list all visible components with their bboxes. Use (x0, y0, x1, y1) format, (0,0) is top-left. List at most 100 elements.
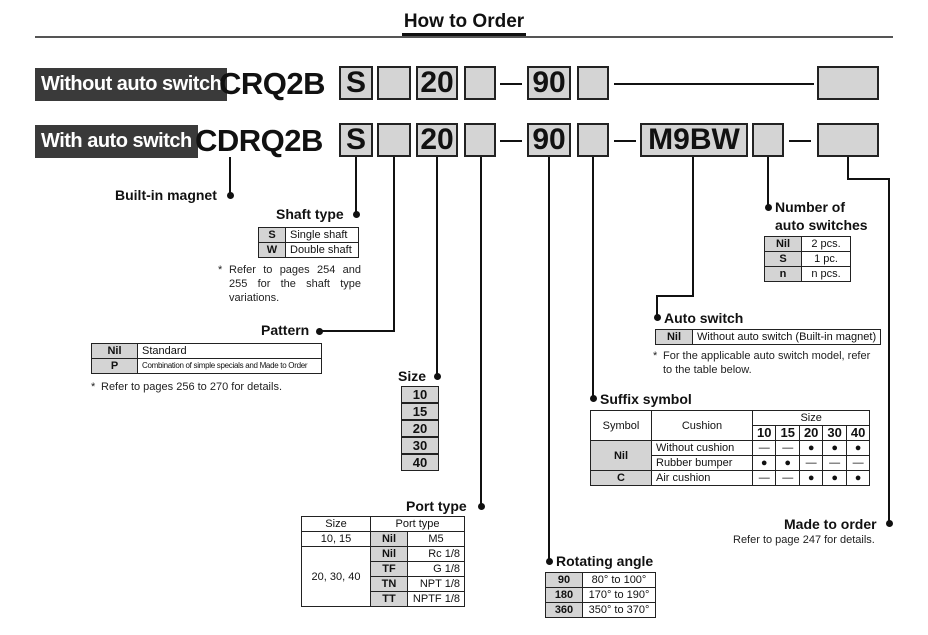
connector-dot (434, 373, 441, 380)
table-row: Nil Without cushion — — ● ● ● (590, 440, 871, 471)
made-to-order-box-1 (817, 66, 879, 100)
connector-dot (590, 395, 597, 402)
port-box-1 (464, 66, 496, 100)
auto-switch-label: Auto switch (664, 310, 744, 326)
table-row: 20, 30, 40 Nil Rc 1/8 (301, 546, 465, 607)
rotating-angle-label: Rotating angle (556, 553, 654, 569)
made-to-order-box-2 (817, 123, 879, 157)
shaft-type-label: Shaft type (276, 206, 344, 222)
connector-dot (478, 503, 485, 510)
auto-switch-note: For the applicable auto switch model, re… (663, 350, 871, 376)
made-to-order-label: Made to order (784, 516, 877, 532)
table-row: Symbol Cushion Size (590, 410, 871, 441)
auto-switch-note-mark: * (653, 350, 658, 362)
with-auto-switch-label: With auto switch (35, 125, 198, 158)
shaft-note-mark: * (218, 264, 223, 276)
connector-line (436, 157, 438, 375)
connector-line (656, 295, 658, 317)
pattern-box-2 (377, 123, 411, 157)
switch-code-box: M9BW (640, 123, 748, 157)
size-value: 10 (401, 386, 439, 403)
connector-dot (654, 314, 661, 321)
port-type-label: Port type (406, 498, 467, 514)
connector-line (355, 157, 357, 213)
title-rule (35, 36, 893, 38)
switch-count-box (752, 123, 784, 157)
suffix-box-1 (577, 66, 609, 100)
without-auto-switch-label: Without auto switch (35, 68, 228, 101)
separator-dash (500, 83, 522, 85)
made-to-order-note: Refer to page 247 for details. (733, 534, 875, 546)
connector-dot (316, 328, 323, 335)
table-row: Rubber bumper ● ● — — — (591, 455, 871, 471)
connector-line (847, 157, 849, 179)
port-box-2 (464, 123, 496, 157)
connector-line (393, 157, 395, 331)
size-value: 15 (401, 403, 439, 420)
model-prefix-without: CRQ2B (219, 66, 326, 101)
table-row: 10, 15 Nil M5 (301, 531, 465, 547)
pattern-note: Refer to pages 256 to 270 for details. (101, 381, 283, 393)
size-value: 40 (401, 454, 439, 471)
pattern-box-1 (377, 66, 411, 100)
suffix-box-2 (577, 123, 609, 157)
long-dash (614, 83, 814, 85)
built-in-magnet-label: Built-in magnet (115, 187, 217, 203)
number-switches-label-line1: Number of (775, 199, 845, 215)
size-code-box-1: 20 (416, 66, 458, 100)
suffix-symbol-table: Symbol Cushion Size 10 15 20 30 40 Nil W… (590, 410, 871, 486)
separator-dash (500, 140, 522, 142)
size-label: Size (398, 368, 427, 384)
connector-line (692, 157, 694, 296)
connector-line (592, 157, 594, 398)
suffix-symbol-label: Suffix symbol (600, 391, 692, 407)
separator-dash (614, 140, 636, 142)
connector-line (319, 330, 395, 332)
size-code-box-2: 20 (416, 123, 458, 157)
port-type-table: Size Port type 10, 15 Nil M5 20, 30, 40 … (301, 516, 465, 607)
connector-line (767, 157, 769, 207)
size-value: 20 (401, 420, 439, 437)
separator-dash (789, 140, 811, 142)
number-switches-label-line2: auto switches (775, 217, 868, 233)
connector-dot (765, 204, 772, 211)
connector-line (229, 157, 231, 194)
connector-line (548, 157, 550, 561)
connector-line (888, 178, 890, 523)
connector-dot (227, 192, 234, 199)
table-row: C Air cushion — — ● ● ● (590, 470, 871, 486)
pattern-note-mark: * (91, 381, 96, 393)
page-title: How to Order (0, 11, 928, 37)
connector-line (847, 178, 889, 180)
angle-code-box-2: 90 (527, 123, 571, 157)
connector-line (480, 157, 482, 506)
shaft-code-box-1: S (339, 66, 373, 100)
angle-code-box-1: 90 (527, 66, 571, 100)
size-value: 30 (401, 437, 439, 454)
pattern-label: Pattern (261, 322, 310, 338)
connector-dot (886, 520, 893, 527)
shaft-code-box-2: S (339, 123, 373, 157)
model-prefix-with: CDRQ2B (195, 123, 323, 158)
connector-dot (353, 211, 360, 218)
connector-line (656, 295, 694, 297)
table-row: Size Port type (301, 516, 465, 532)
